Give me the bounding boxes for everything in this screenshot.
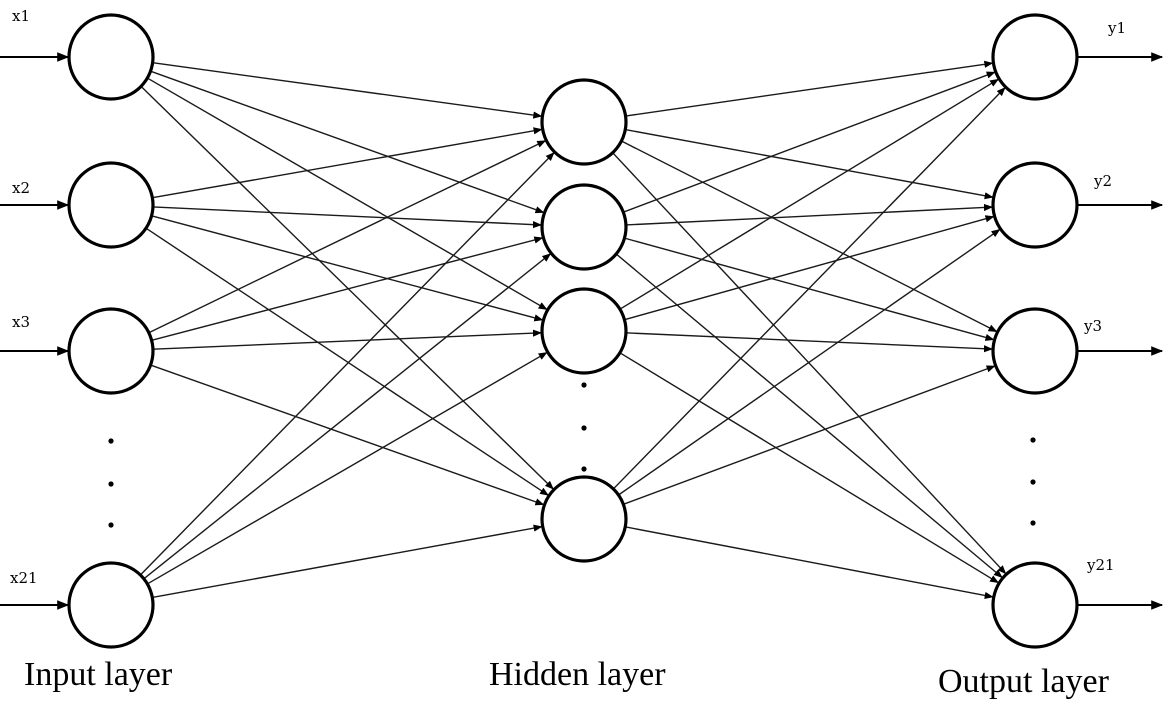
connection-edge: [150, 70, 545, 214]
connection-edge: [143, 253, 552, 580]
connection-edge: [621, 140, 998, 333]
connection-edge: [619, 78, 1000, 310]
input-node: [67, 307, 155, 395]
connection-edge: [151, 215, 544, 322]
input-node: [67, 161, 155, 249]
output-ellipsis-dot: [1030, 520, 1036, 526]
output-ellipsis-dot: [1030, 479, 1036, 485]
connection-edge: [139, 152, 555, 576]
connection-edge: [625, 332, 993, 353]
hidden-ellipsis-dot: [581, 425, 587, 431]
output-node: [991, 561, 1079, 649]
connection-edge: [612, 87, 1006, 490]
hidden-node: [540, 475, 628, 563]
hidden-layer-label: Hidden layer: [489, 656, 666, 693]
connection-edge: [615, 253, 1003, 578]
ellipsis-group: [108, 382, 1036, 528]
output-node: [991, 307, 1079, 395]
connection-edge: [148, 140, 547, 334]
output-node: [991, 13, 1079, 101]
hidden-node: [540, 287, 628, 375]
input-label-x2: x2: [12, 179, 30, 197]
hidden-node: [540, 78, 628, 166]
connection-edge: [146, 77, 548, 311]
connection-edge: [623, 71, 996, 213]
connection-edge: [152, 524, 543, 599]
input-ellipsis-dot: [108, 481, 114, 487]
connection-edge: [146, 351, 548, 585]
connections-group: [139, 60, 1007, 599]
connection-edge: [618, 228, 1001, 496]
connection-edge: [619, 352, 1000, 584]
connection-edge: [151, 236, 544, 342]
connection-edge: [140, 85, 554, 490]
connection-edge: [623, 365, 996, 505]
output-label-y1: y1: [1107, 19, 1126, 37]
output-ellipsis-dot: [1030, 437, 1036, 443]
connection-edge: [624, 215, 995, 321]
connection-edge: [625, 203, 993, 226]
connection-edge: [152, 127, 543, 199]
input-layer-label: Input layer: [24, 656, 173, 693]
output-layer-label: Output layer: [938, 663, 1110, 700]
connection-edge: [625, 526, 994, 599]
connection-edge: [150, 364, 545, 506]
output-label-y3: y3: [1083, 317, 1102, 335]
input-ellipsis-dot: [108, 438, 114, 444]
io-arrows-group: [0, 52, 1164, 610]
input-ellipsis-dot: [108, 522, 114, 528]
hidden-node: [540, 183, 628, 271]
connection-edge: [625, 128, 994, 200]
input-node: [67, 13, 155, 101]
connection-edge: [152, 329, 542, 350]
connection-edge: [625, 60, 994, 117]
input-node: [67, 561, 155, 649]
input-label-x21: x21: [10, 569, 38, 587]
input-label-x1: x1: [12, 7, 30, 25]
hidden-ellipsis-dot: [581, 466, 587, 472]
hidden-ellipsis-dot: [581, 382, 587, 388]
connection-edge: [152, 62, 543, 119]
connection-edge: [152, 206, 542, 229]
connection-edge: [145, 227, 549, 496]
output-node: [991, 161, 1079, 249]
output-label-y2: y2: [1093, 172, 1112, 190]
output-label-y21: y21: [1086, 556, 1115, 574]
input-label-x3: x3: [12, 313, 30, 331]
nodes-group: [67, 13, 1079, 649]
